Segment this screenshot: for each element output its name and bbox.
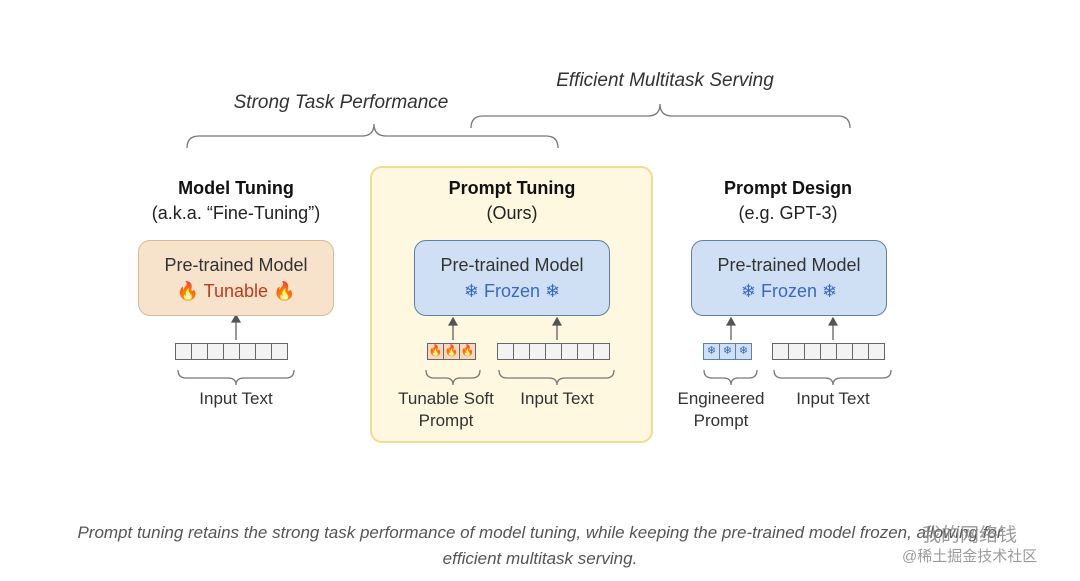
input-token bbox=[239, 343, 256, 360]
snowflake-icon: ❄ bbox=[822, 281, 838, 301]
snowflake-icon: ❄ bbox=[463, 281, 479, 301]
input-token bbox=[577, 343, 594, 360]
fire-icon: 🔥 bbox=[176, 281, 199, 301]
soft-prompt-label-line2: Prompt bbox=[418, 411, 474, 430]
soft-prompt-tokens: 🔥 🔥 🔥 bbox=[427, 343, 476, 360]
prompt-design-input-tokens bbox=[772, 343, 885, 360]
input-token bbox=[529, 343, 546, 360]
prompt-design-input-label: Input Text bbox=[796, 389, 870, 408]
input-token bbox=[868, 343, 885, 360]
prompt-tuning-subtitle: (Ours) bbox=[486, 203, 538, 223]
prompt-design-input-underbrace bbox=[773, 369, 892, 386]
snowflake-icon: ❄ bbox=[740, 281, 756, 301]
input-token bbox=[545, 343, 562, 360]
input-token bbox=[271, 343, 288, 360]
snowflake-icon: ❄ bbox=[703, 343, 720, 360]
soft-prompt-underbrace bbox=[425, 369, 481, 386]
engineered-prompt-label-line2: Prompt bbox=[693, 411, 749, 430]
input-token bbox=[513, 343, 530, 360]
strong-performance-brace bbox=[186, 123, 559, 149]
soft-prompt-label-line1: Tunable Soft bbox=[398, 389, 494, 408]
input-token bbox=[191, 343, 208, 360]
model-tuning-model-name: Pre-trained Model bbox=[164, 255, 308, 275]
caption-line-1: Prompt tuning retains the strong task pe… bbox=[77, 523, 1003, 542]
engineered-prompt-underbrace bbox=[703, 369, 758, 386]
prompt-design-title: Prompt Design bbox=[723, 178, 853, 198]
input-token bbox=[255, 343, 272, 360]
input-token bbox=[788, 343, 805, 360]
input-token bbox=[175, 343, 192, 360]
engineered-prompt-label-line1: Engineered bbox=[677, 389, 765, 408]
model-tuning-state: Tunable bbox=[203, 281, 269, 301]
input-token bbox=[852, 343, 869, 360]
model-tuning-input-underbrace bbox=[177, 369, 295, 386]
snowflake-icon: ❄ bbox=[545, 281, 561, 301]
input-token bbox=[497, 343, 514, 360]
watermark-line-2: @稀土掘金技术社区 bbox=[902, 548, 1038, 565]
prompt-design-model-box: Pre-trained Model ❄ Frozen ❄ bbox=[691, 240, 887, 316]
prompt-tuning-model-name: Pre-trained Model bbox=[440, 255, 584, 275]
watermark-line-1: 我的网络钱 bbox=[922, 525, 1018, 546]
prompt-tuning-input-underbrace bbox=[498, 369, 615, 386]
prompt-design-subtitle: (e.g. GPT-3) bbox=[738, 203, 838, 223]
prompt-design-model-name: Pre-trained Model bbox=[717, 255, 861, 275]
prompt-tuning-model-box: Pre-trained Model ❄ Frozen ❄ bbox=[414, 240, 610, 316]
input-token bbox=[207, 343, 224, 360]
caption-line-2: efficient multitask serving. bbox=[442, 549, 638, 568]
input-token bbox=[593, 343, 610, 360]
input-token bbox=[804, 343, 821, 360]
fire-icon: 🔥 bbox=[459, 343, 476, 360]
model-tuning-input-label: Input Text bbox=[199, 389, 273, 408]
strong-performance-label: Strong Task Performance bbox=[233, 92, 449, 113]
fire-icon: 🔥 bbox=[427, 343, 444, 360]
input-token bbox=[820, 343, 837, 360]
input-token bbox=[223, 343, 240, 360]
input-token bbox=[772, 343, 789, 360]
prompt-tuning-title: Prompt Tuning bbox=[448, 178, 576, 198]
model-tuning-input-tokens bbox=[175, 343, 288, 360]
model-tuning-subtitle: (a.k.a. “Fine-Tuning”) bbox=[151, 203, 321, 223]
model-tuning-title: Model Tuning bbox=[178, 178, 294, 198]
efficient-serving-label: Efficient Multitask Serving bbox=[556, 70, 774, 91]
fire-icon: 🔥 bbox=[443, 343, 460, 360]
fire-icon: 🔥 bbox=[273, 281, 296, 301]
efficient-serving-brace bbox=[470, 103, 851, 129]
prompt-tuning-input-label: Input Text bbox=[520, 389, 594, 408]
engineered-prompt-tokens: ❄ ❄ ❄ bbox=[703, 343, 752, 360]
model-tuning-model-box: Pre-trained Model 🔥 Tunable 🔥 bbox=[138, 240, 334, 316]
prompt-tuning-state: Frozen bbox=[483, 281, 541, 301]
snowflake-icon: ❄ bbox=[735, 343, 752, 360]
input-token bbox=[836, 343, 853, 360]
prompt-tuning-input-tokens bbox=[497, 343, 610, 360]
prompt-design-state: Frozen bbox=[760, 281, 818, 301]
input-token bbox=[561, 343, 578, 360]
figure-caption: Prompt tuning retains the strong task pe… bbox=[0, 520, 1080, 572]
snowflake-icon: ❄ bbox=[719, 343, 736, 360]
